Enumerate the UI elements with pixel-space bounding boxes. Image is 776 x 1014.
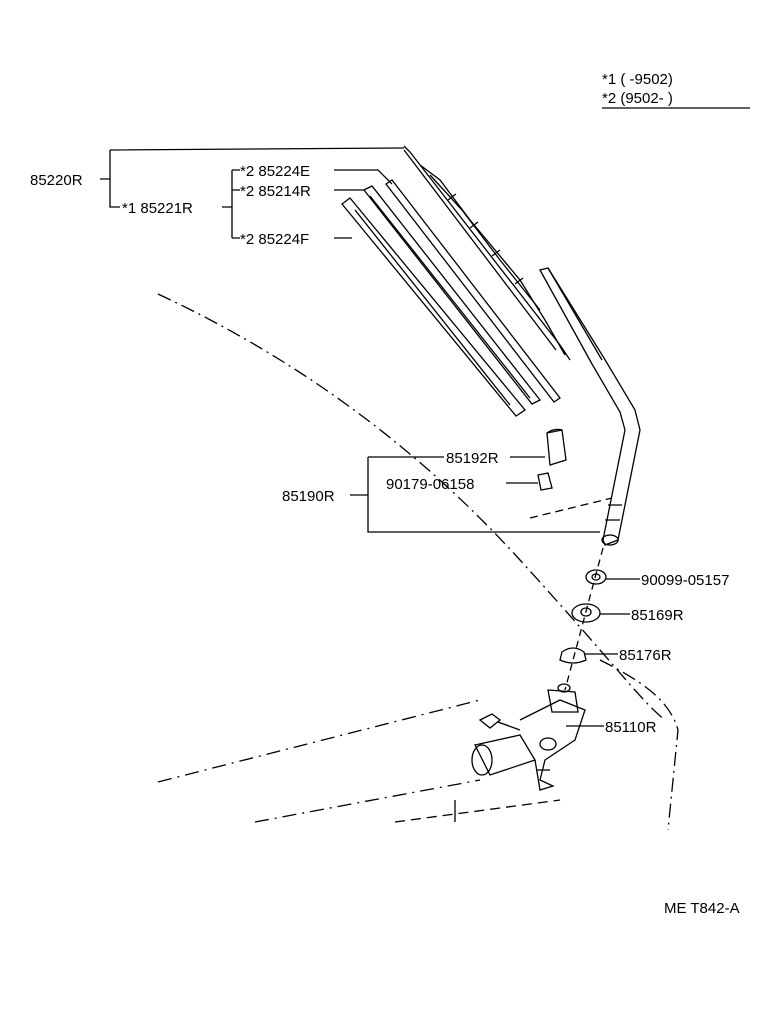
lower-body-line-2 xyxy=(254,779,481,823)
diagram-code: ME T842-A xyxy=(664,900,740,917)
label-85214R: *2 85214R xyxy=(240,183,311,200)
lower-body-line-1 xyxy=(157,699,481,783)
label-85176R: 85176R xyxy=(619,647,672,664)
wiper-arm xyxy=(539,267,641,546)
nut-90099 xyxy=(585,569,607,585)
bracket-85221R xyxy=(222,169,240,239)
legend-line-2: *2 (9502- ) xyxy=(602,90,673,107)
body-outline-right xyxy=(599,659,679,831)
lower-body-line-3 xyxy=(394,799,561,823)
blade-insert-85224E xyxy=(385,179,561,403)
bracket-85220R xyxy=(100,147,405,208)
label-85224F: *2 85224F xyxy=(240,231,309,248)
bracket-85190R xyxy=(350,456,600,533)
label-85190R: 85190R xyxy=(282,488,335,505)
label-85224E: *2 85224E xyxy=(240,163,310,180)
leader-85224E xyxy=(334,169,393,185)
wiper-blade-assembly xyxy=(403,145,571,361)
cushion-85169R xyxy=(571,603,601,623)
label-85169R: 85169R xyxy=(631,607,684,624)
wiper-motor-85110R xyxy=(471,683,586,791)
axis-dashline xyxy=(564,547,604,691)
label-85110R: 85110R xyxy=(605,719,657,736)
legend: *1 ( -9502) *2 (9502- ) xyxy=(602,71,750,109)
label-85221R: *1 85221R xyxy=(122,200,193,217)
label-85192R: 85192R xyxy=(446,450,499,467)
nut-90179 xyxy=(537,472,553,491)
blade-rubber xyxy=(362,185,542,405)
legend-line-1: *1 ( -9502) xyxy=(602,71,673,88)
arm-cap-85192R xyxy=(546,428,567,466)
label-90179-06158: 90179-06158 xyxy=(386,476,474,493)
cap-85176R xyxy=(559,647,587,664)
arm-center-dashline xyxy=(529,497,613,519)
windshield-outline xyxy=(157,293,666,721)
label-85220R: 85220R xyxy=(30,172,83,189)
blade-insert-85224F xyxy=(341,197,526,417)
label-90099-05157: 90099-05157 xyxy=(641,572,729,589)
